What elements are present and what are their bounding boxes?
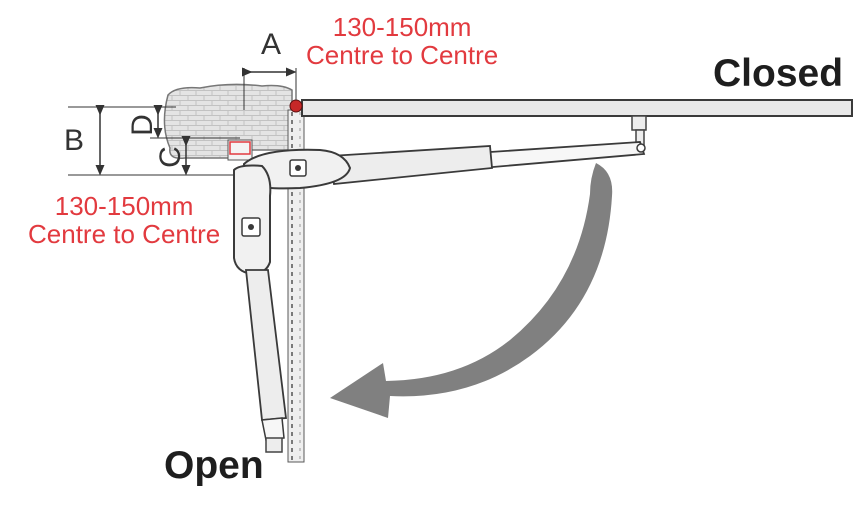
top-note: 130-150mm Centre to Centre [306,13,498,69]
operator-arm-open [233,164,288,453]
dimension-a-label: A [261,28,282,61]
dimension-d-label: D [125,114,159,136]
closed-label: Closed [713,52,844,95]
top-note-line1: 130-150mm [332,12,472,42]
brick-pillar [163,83,293,160]
gate-leaf-closed [301,99,853,117]
wall-bracket [227,139,253,161]
left-note-line2: Centre to Centre [28,219,221,249]
dimension-b-label: B [64,124,85,157]
left-note: 130-150mm Centre to Centre [28,192,220,248]
operator-arm-closed [243,115,647,190]
open-label: Open [164,444,264,487]
left-note-line1: 130-150mm [54,191,194,221]
open-direction-arrow [330,163,613,418]
top-note-line2: Centre to Centre [306,40,499,70]
gate-hinge [289,99,303,113]
dimension-c-label: C [153,146,187,168]
